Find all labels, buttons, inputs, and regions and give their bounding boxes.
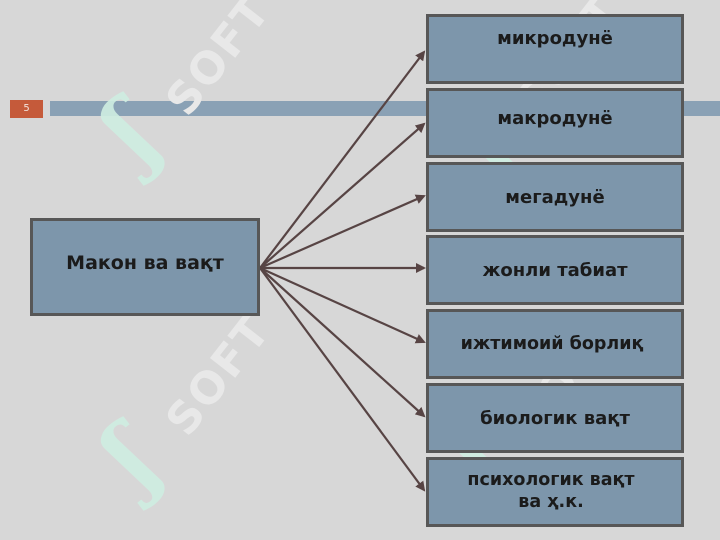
- target-node-label: макродунё: [497, 107, 613, 129]
- target-node-microworld: микродунё: [426, 14, 684, 84]
- target-node-psychological-time: психологик вақт ва ҳ.к.: [426, 457, 684, 527]
- arrow-to-macroworld: [259, 122, 426, 269]
- target-node-living-nature: жонли табиат: [426, 235, 684, 305]
- target-node-label-line1: психологик вақт: [467, 470, 635, 491]
- target-node-label: мегадунё: [505, 186, 605, 208]
- arrow-to-microworld: [259, 50, 426, 269]
- page-number-badge: 5: [10, 100, 43, 118]
- target-node-social-being: ижтимоий борлиқ: [426, 309, 684, 379]
- source-node: Макон ва вақт: [30, 218, 260, 316]
- arrow-to-biological-time: [259, 267, 426, 418]
- target-node-biological-time: биологик вақт: [426, 383, 684, 453]
- target-node-label: жонли табиат: [482, 259, 628, 281]
- arrow-to-social-being: [259, 266, 426, 344]
- target-node-label: микродунё: [497, 27, 613, 49]
- target-node-megaworld: мегадунё: [426, 162, 684, 232]
- arrow-to-megaworld: [259, 194, 426, 270]
- target-node-macroworld: макродунё: [426, 88, 684, 158]
- arrow-to-psychological-time: [259, 267, 426, 492]
- source-node-label: Макон ва вақт: [66, 252, 224, 274]
- target-node-label: ижтимоий борлиқ: [460, 334, 644, 354]
- target-node-label-line2: ва ҳ.к.: [518, 492, 584, 512]
- target-node-label: биологик вақт: [480, 407, 630, 429]
